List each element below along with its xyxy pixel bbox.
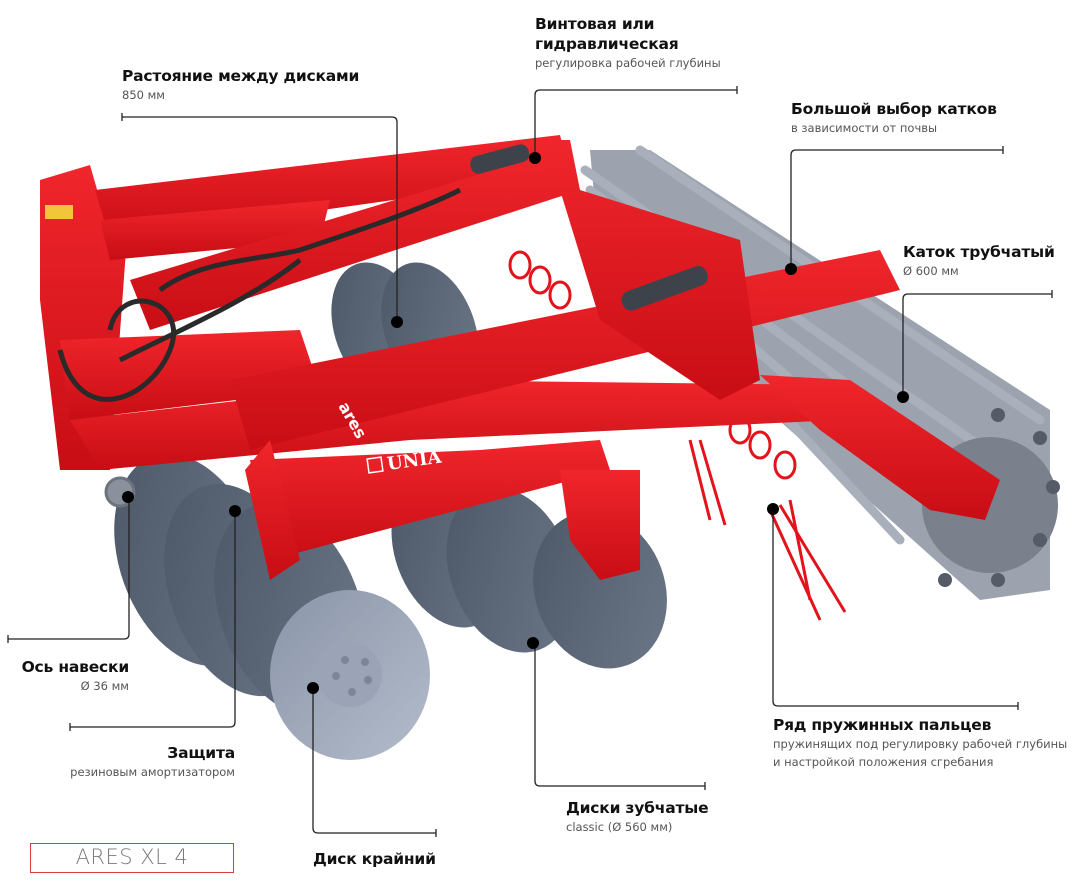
callout-hitch-axle: Ось навески Ø 36 мм	[21, 657, 130, 695]
callout-title: Защита	[167, 744, 235, 762]
callout-roller-choice: Большой выбор катков в зависимости от по…	[791, 99, 997, 137]
callout-tube-roller: Каток трубчатый Ø 600 мм	[903, 242, 1055, 280]
callout-depth-adjustment: Винтовая или гидравлическая регулировка …	[535, 14, 721, 72]
callout-subtitle: регулировка рабочей глубины	[535, 56, 721, 70]
callout-title: Большой выбор катков	[791, 100, 997, 118]
callout-subtitle-line-2: и настройкой положения сгребания	[773, 755, 994, 769]
callout-title-line-2: гидравлическая	[535, 35, 679, 53]
callout-toothed-discs: Диски зубчатые classic (Ø 560 мм)	[566, 798, 709, 836]
callout-title: Диски зубчатые	[566, 799, 709, 817]
callout-title: Ряд пружинных пальцев	[773, 716, 992, 734]
callout-subtitle: classic (Ø 560 мм)	[566, 820, 673, 834]
edge-disc-graphic	[270, 590, 430, 760]
model-name-badge: ARES XL 4	[30, 843, 234, 873]
callout-subtitle: резиновым амортизатором	[70, 765, 235, 779]
hitch-pin	[104, 476, 136, 508]
callout-title-line-1: Винтовая или	[535, 15, 655, 33]
unia-logo-mark	[366, 456, 384, 474]
callout-title: Растояние между дисками	[122, 67, 360, 85]
callout-spring-tines: Ряд пружинных пальцев пружинящих под рег…	[773, 715, 1067, 771]
warning-sticker	[45, 205, 73, 219]
callout-subtitle-line-1: пружинящих под регулировку рабочей глуби…	[773, 737, 1068, 751]
callout-title: Ось навески	[21, 658, 130, 676]
callout-title: Каток трубчатый	[903, 243, 1055, 261]
callout-subtitle: Ø 36 мм	[80, 679, 129, 693]
hydraulic-cylinders	[470, 144, 708, 311]
callout-subtitle: 850 мм	[122, 88, 165, 102]
callout-title: Диск крайний	[313, 850, 436, 868]
callout-subtitle: Ø 600 мм	[903, 264, 959, 278]
callout-disc-spacing: Растояние между дисками 850 мм	[122, 66, 359, 104]
callout-edge-disc: Диск крайний	[313, 849, 436, 869]
callout-subtitle: в зависимости от почвы	[791, 121, 938, 135]
callout-protection: Защита резиновым амортизатором	[70, 743, 235, 781]
